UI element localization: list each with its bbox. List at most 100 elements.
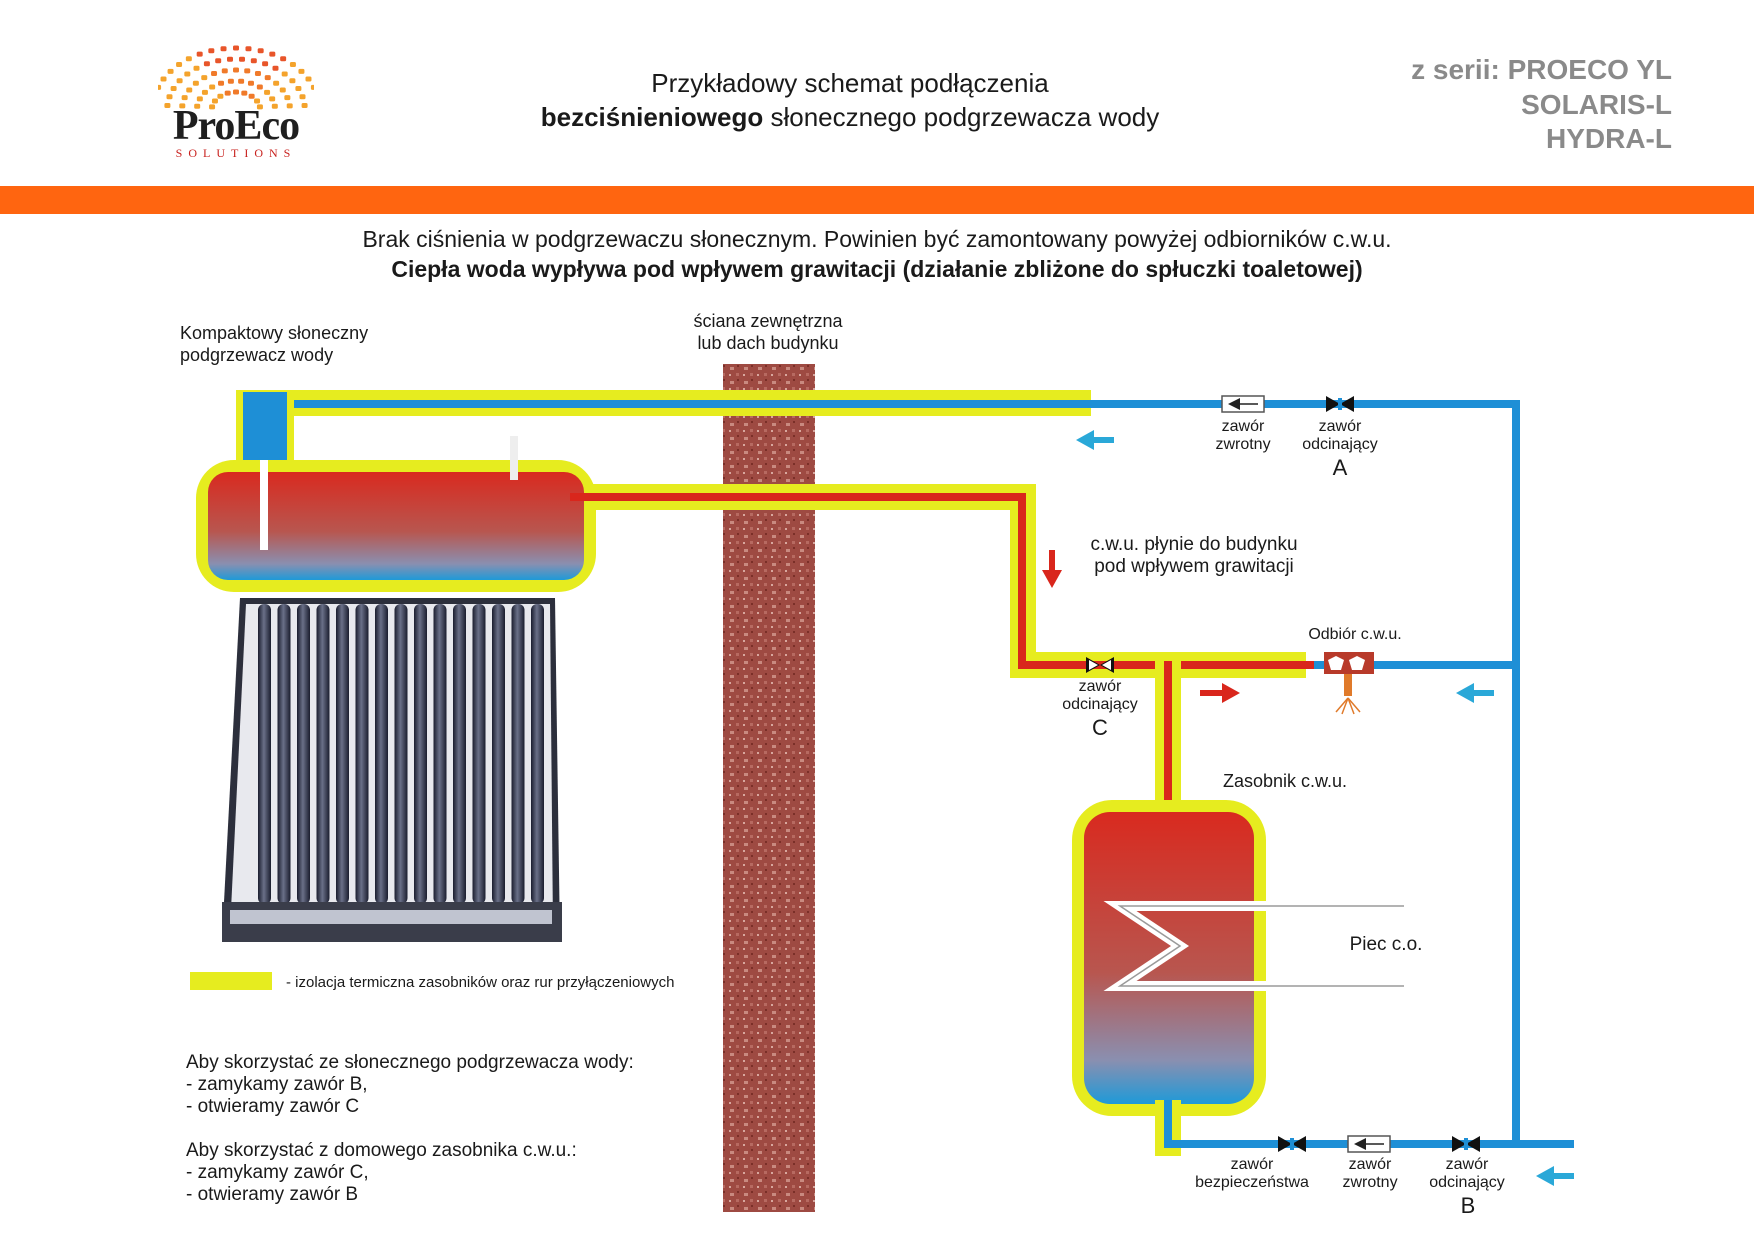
flow-arrow-cold-mid-icon — [1456, 683, 1494, 703]
sun-ray-dot — [176, 62, 183, 68]
sun-ray-dot — [273, 80, 280, 86]
boiler-label: Piec c.o. — [1349, 934, 1423, 955]
vacuum-tube — [453, 604, 466, 904]
sun-ray-dot — [281, 71, 288, 77]
safety-valve-line1: zawór — [1230, 1156, 1274, 1173]
sun-ray-dot — [201, 75, 208, 81]
shutoff-b-line2: odcinający — [1429, 1174, 1505, 1191]
flow-arrow-cold-top-icon — [1076, 430, 1114, 450]
instructions-solar-line3: - otwieramy zawór C — [186, 1096, 360, 1117]
sun-ray-dot — [280, 56, 287, 62]
check-valve-bottom-label: zawór zwrotny — [1320, 1156, 1420, 1192]
sun-ray-dot — [247, 80, 254, 86]
solar-tank — [196, 436, 596, 592]
flow-arrow-right-icon — [1200, 683, 1240, 703]
shutoff-c-line1: zawór — [1078, 678, 1122, 695]
vacuum-tube — [531, 604, 544, 904]
sun-ray-dot — [167, 68, 174, 74]
sun-ray-dot — [218, 80, 225, 86]
series-line-1: z serii: PROECO YL — [1411, 54, 1672, 85]
shutoff-a-line2: odcinający — [1302, 436, 1378, 453]
gravity-line2: pod wpływem grawitacji — [1094, 556, 1294, 577]
sun-ray-dot — [203, 61, 210, 67]
vacuum-tube — [394, 604, 408, 904]
tank-label: Zasobnik c.w.u. — [1222, 771, 1348, 791]
instructions-solar-line1: Aby skorzystać ze słonecznego podgrzewac… — [186, 1052, 634, 1073]
sun-ray-dot — [211, 70, 218, 76]
sun-ray-dot — [227, 78, 234, 84]
wall-label: ściana zewnętrzna lub dach budynku — [668, 310, 868, 354]
vacuum-tube — [472, 604, 486, 904]
solar-collector-tubes — [222, 598, 562, 942]
sun-ray-dot — [256, 104, 263, 110]
check-valve-top-line1: zawór — [1221, 418, 1265, 435]
sun-ray-dot — [176, 78, 183, 84]
heater-label: Kompaktowy słoneczny podgrzewacz wody — [180, 322, 440, 366]
cold-top-pipe — [236, 390, 1520, 1146]
sun-ray-dot — [196, 96, 203, 102]
valve-letter-a: A — [1332, 455, 1348, 480]
sun-ray-dot — [209, 104, 216, 110]
vacuum-tube — [297, 604, 310, 904]
sun-ray-dot — [233, 89, 239, 95]
gravity-label: c.w.u. płynie do budynku pod wpływem gra… — [1064, 534, 1324, 578]
intro-line2: Ciepła woda wypływa pod wpływem grawitac… — [391, 256, 1363, 282]
wall-label-line1: ściana zewnętrzna — [693, 311, 843, 331]
shutoff-b-line1: zawór — [1445, 1156, 1489, 1173]
sun-ray-dot — [221, 68, 228, 74]
shutoff-valve-a-icon — [1326, 396, 1354, 412]
sun-ray-dot — [220, 46, 227, 52]
sun-ray-dot — [226, 56, 233, 62]
sun-ray-dot — [196, 51, 203, 57]
vacuum-tube — [336, 604, 349, 904]
heater-label-line2: podgrzewacz wody — [180, 345, 334, 365]
sun-ray-dot — [233, 67, 239, 73]
shutoff-c-line2: odcinający — [1062, 696, 1138, 713]
logo-wordmark: ProEco — [172, 103, 300, 149]
sun-ray-dot — [257, 48, 264, 54]
valve-letter-b: B — [1460, 1193, 1476, 1218]
sun-ray-dot — [164, 103, 171, 109]
faucet-icon — [1324, 652, 1374, 715]
insulation-legend-text: - izolacja termiczna zasobników oraz rur… — [286, 974, 675, 991]
sun-ray-dot — [286, 103, 293, 109]
logo-subtext: SOLUTIONS — [175, 146, 297, 160]
title-rest: słonecznego podgrzewacza wody — [763, 102, 1160, 132]
instructions-tank-line3: - otwieramy zawór B — [186, 1184, 359, 1205]
safety-valve-line2: bezpieczeństwa — [1195, 1174, 1309, 1191]
instructions-tank-line1: Aby skorzystać z domowego zasobnika c.w.… — [186, 1140, 577, 1161]
page-title-line1: Przykładowy schemat podłączenia — [651, 68, 1049, 98]
header-accent-bar — [0, 186, 1754, 214]
vacuum-tube — [511, 604, 525, 904]
sun-ray-dot — [289, 62, 296, 68]
sun-ray-dot — [269, 96, 276, 102]
check-valve-bottom-line1: zawór — [1348, 1156, 1392, 1173]
check-valve-top-icon — [1221, 395, 1265, 413]
sun-ray-dot — [215, 58, 222, 64]
sun-ray-dot — [181, 95, 188, 101]
sun-ray-dot — [254, 98, 261, 104]
flow-arrow-down-icon — [1042, 550, 1062, 588]
sun-ray-dot — [201, 89, 208, 95]
vacuum-tube — [355, 604, 369, 904]
sun-ray-dot — [295, 85, 302, 91]
vacuum-tube — [433, 604, 447, 904]
hot-supply-pipe — [570, 484, 1520, 813]
sun-ray-dot — [238, 78, 245, 84]
sun-ray-dot — [239, 56, 246, 62]
sun-ray-dot — [186, 87, 193, 93]
sun-ray-dot — [279, 87, 286, 93]
sun-ray-dot — [256, 84, 263, 90]
sun-ray-dot — [264, 89, 271, 95]
check-valve-top-line2: zwrotny — [1215, 436, 1271, 453]
sun-ray-dot — [254, 70, 261, 76]
shutoff-a-line1: zawór — [1318, 418, 1362, 435]
sun-ray-dot — [250, 58, 257, 64]
page-title-line2: bezciśnieniowego słonecznego podgrzewacz… — [450, 102, 1250, 133]
wall-label-line2: lub dach budynku — [697, 333, 839, 353]
instructions-tank: Aby skorzystać z domowego zasobnika c.w.… — [186, 1140, 577, 1206]
sun-ray-dot — [179, 103, 186, 109]
shutoff-a-label: zawór odcinający — [1285, 418, 1395, 454]
instructions-solar: Aby skorzystać ze słonecznego podgrzewac… — [186, 1052, 634, 1118]
